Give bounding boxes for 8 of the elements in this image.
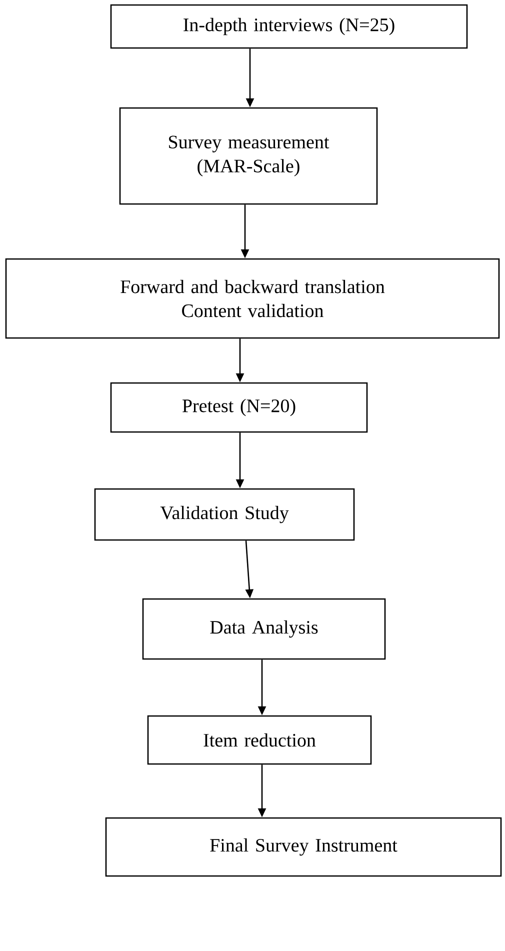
process-box: In-depth interviews (N=25) (110, 4, 468, 49)
process-box: Data Analysis (142, 598, 386, 660)
process-box: Survey measurement (MAR-Scale) (119, 107, 378, 205)
process-box: Forward and backward translation Content validation (5, 258, 500, 339)
process-box: Item reduction (147, 715, 372, 765)
process-box: Final Survey Instrument (105, 817, 502, 877)
process-box: Pretest (N=20) (110, 382, 368, 433)
process-box: Validation Study (94, 488, 355, 541)
